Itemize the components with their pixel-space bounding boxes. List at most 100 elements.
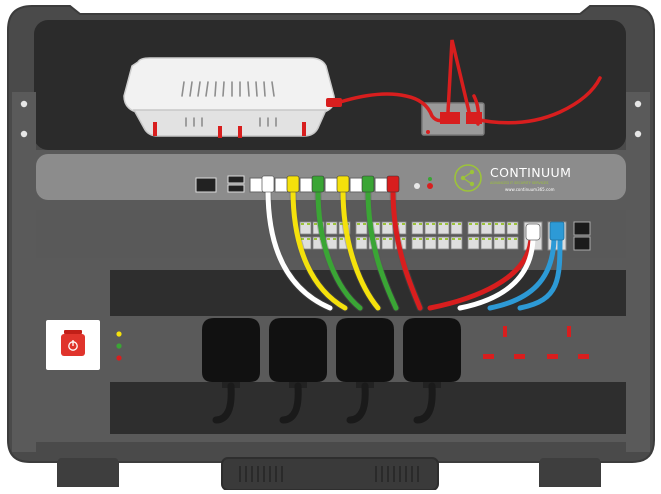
port-led-icon bbox=[501, 223, 504, 225]
port-led-icon bbox=[383, 238, 386, 240]
brand-name: CONTINUUM bbox=[490, 165, 571, 180]
switch-port bbox=[450, 236, 463, 250]
brand-tagline: ADVANCED IT SECURITY SERVICES bbox=[490, 181, 548, 185]
cable-connector bbox=[386, 175, 400, 193]
port-led-icon bbox=[475, 223, 478, 225]
switch-port bbox=[450, 221, 463, 235]
port-led-icon bbox=[314, 238, 317, 240]
switch-port bbox=[381, 221, 394, 235]
switch-port bbox=[381, 236, 394, 250]
port-led-icon bbox=[419, 238, 422, 240]
patch-cable-red bbox=[390, 187, 423, 311]
port-led-icon bbox=[445, 223, 448, 225]
pdu-plugs bbox=[202, 318, 461, 424]
led-yellow-icon bbox=[116, 331, 122, 337]
port-led-icon bbox=[363, 223, 366, 225]
port-led-icon bbox=[327, 238, 330, 240]
uplink-connector bbox=[525, 223, 541, 241]
switch-port bbox=[411, 221, 424, 235]
brand-logo: CONTINUUM ADVANCED IT SECURITY SERVICES … bbox=[454, 164, 571, 192]
switch-port bbox=[411, 236, 424, 250]
port-led-icon bbox=[376, 223, 379, 225]
patch-cable-white bbox=[265, 187, 333, 311]
handle-grip-right bbox=[375, 466, 419, 482]
patch-cable-yellow bbox=[290, 187, 348, 311]
switch-port bbox=[437, 221, 450, 235]
switch-port bbox=[424, 236, 437, 250]
port-led-icon bbox=[495, 223, 498, 225]
power-cord bbox=[279, 382, 302, 424]
switch-port bbox=[467, 236, 480, 250]
uplink-cable-blue bbox=[517, 233, 563, 311]
switch-port bbox=[325, 221, 338, 235]
switch-port bbox=[437, 236, 450, 250]
handle-grip-left bbox=[239, 466, 283, 482]
power-cord bbox=[413, 382, 436, 424]
cable-connector bbox=[286, 175, 300, 193]
port-led-icon bbox=[445, 238, 448, 240]
power-icon bbox=[68, 340, 78, 351]
port-led-icon bbox=[307, 238, 310, 240]
socket-earth-pin-icon bbox=[503, 326, 507, 337]
switch-port bbox=[355, 221, 368, 235]
port-led-icon bbox=[376, 238, 379, 240]
port-led-icon bbox=[439, 238, 442, 240]
cable-connector bbox=[361, 175, 375, 193]
port-led-icon bbox=[482, 223, 485, 225]
pdu-empty-sockets bbox=[483, 326, 589, 359]
switch-port bbox=[493, 236, 506, 250]
port-led-icon bbox=[357, 238, 360, 240]
port-led-icon bbox=[340, 223, 343, 225]
socket-neutral-pin-icon bbox=[514, 354, 525, 359]
socket-neutral-pin-icon bbox=[578, 354, 589, 359]
port-led-icon bbox=[314, 223, 317, 225]
power-cord bbox=[346, 382, 369, 424]
port-led-icon bbox=[333, 238, 336, 240]
top-red-cables bbox=[338, 39, 602, 126]
port-led-icon bbox=[514, 223, 517, 225]
port-led-icon bbox=[402, 238, 405, 240]
port-led-icon bbox=[389, 223, 392, 225]
uplink-connector bbox=[549, 221, 565, 241]
patch-switch-ports bbox=[299, 221, 519, 250]
port-led-icon bbox=[327, 223, 330, 225]
uplink-cable-red bbox=[427, 233, 534, 311]
port-led-icon bbox=[452, 238, 455, 240]
port-led-icon bbox=[340, 238, 343, 240]
switch-port bbox=[355, 236, 368, 250]
port-led-icon bbox=[301, 223, 304, 225]
port-led-icon bbox=[307, 223, 310, 225]
switch-port bbox=[493, 221, 506, 235]
port-led-icon bbox=[482, 238, 485, 240]
rack-foot-left bbox=[58, 458, 118, 486]
socket-live-pin-icon bbox=[483, 354, 494, 359]
port-led-icon bbox=[389, 238, 392, 240]
port-led-icon bbox=[458, 223, 461, 225]
management-switch bbox=[36, 154, 626, 200]
power-cord bbox=[212, 382, 235, 424]
port-led-icon bbox=[333, 223, 336, 225]
led-green-icon bbox=[116, 343, 122, 349]
port-led-icon bbox=[357, 223, 360, 225]
port-led-icon bbox=[475, 238, 478, 240]
patch-cable-green bbox=[315, 187, 363, 311]
switch-port bbox=[480, 236, 493, 250]
port-led-icon bbox=[426, 223, 429, 225]
port-led-icon bbox=[495, 238, 498, 240]
share-icon bbox=[454, 164, 482, 192]
port-led-icon bbox=[402, 223, 405, 225]
port-led-icon bbox=[514, 238, 517, 240]
mains-plug bbox=[202, 318, 260, 382]
socket-live-pin-icon bbox=[547, 354, 558, 359]
socket-earth-pin-icon bbox=[567, 326, 571, 337]
port-led-icon bbox=[488, 223, 491, 225]
patch-cables bbox=[261, 175, 565, 312]
switch-port bbox=[480, 221, 493, 235]
switch-port bbox=[424, 221, 437, 235]
pdu-bezel bbox=[12, 318, 650, 374]
port-led-icon bbox=[488, 238, 491, 240]
port-led-icon bbox=[508, 223, 511, 225]
port-led-icon bbox=[439, 223, 442, 225]
